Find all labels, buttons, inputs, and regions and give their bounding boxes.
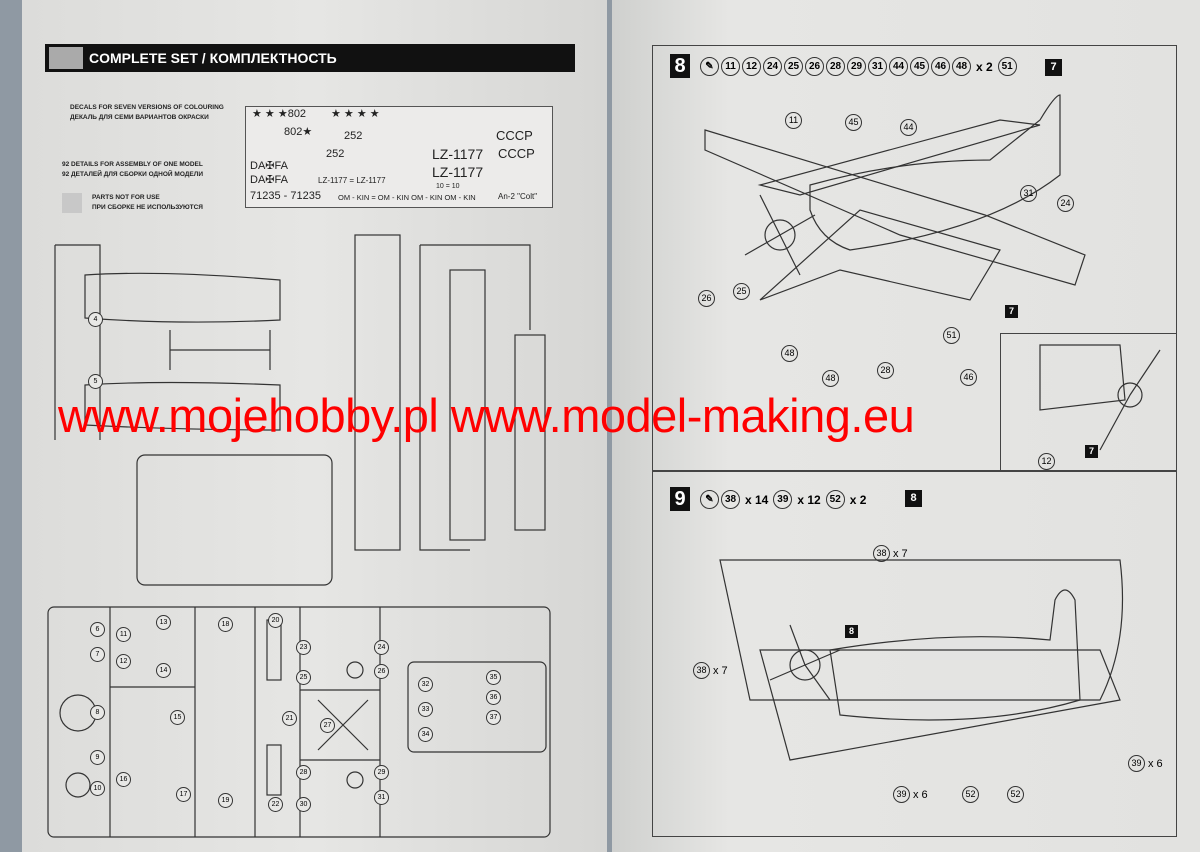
part-number: 13 (156, 615, 171, 630)
part-number: 21 (282, 711, 297, 726)
part-number: 35 (486, 670, 501, 685)
callout: 25 (733, 283, 750, 300)
part-number: 33 (418, 702, 433, 717)
part-number: 11 (116, 627, 131, 642)
callout: 26 (698, 290, 715, 307)
part-number: 15 (170, 710, 185, 725)
callout: 24 (1057, 195, 1074, 212)
part-number: 37 (486, 710, 501, 725)
part-number: 8 (90, 705, 105, 720)
part-number: 36 (486, 690, 501, 705)
part-number: 30 (296, 797, 311, 812)
part-number: 31 (374, 790, 389, 805)
callout: 31 (1020, 185, 1037, 202)
step-8-panel (652, 45, 1177, 472)
callout: 46 (960, 369, 977, 386)
glue-icon: ✎ (700, 57, 719, 76)
step-number: 8 (670, 54, 690, 78)
multiplier: x 2 (976, 59, 993, 74)
part-number: 5 (88, 374, 103, 389)
right-page (612, 0, 1200, 852)
part-number: 4 (88, 312, 103, 327)
callout: 52 (1007, 786, 1024, 803)
part-number: 26 (374, 664, 389, 679)
part-number: 20 (268, 613, 283, 628)
step-8-inset (1000, 333, 1177, 472)
part-number: 19 (218, 793, 233, 808)
part-number: 12 (116, 654, 131, 669)
part-number: 10 (90, 781, 105, 796)
part-number: 6 (90, 622, 105, 637)
decal-sheet: ★ ★ ★802 ★ ★ ★ ★ 802★ 252 252 CCCP CCCP … (245, 106, 553, 208)
part-number: 7 (90, 647, 105, 662)
not-for-use-swatch (62, 193, 82, 213)
part-number: 24 (374, 640, 389, 655)
step-number: 9 (670, 487, 690, 511)
view-marker: 7 (1085, 445, 1098, 458)
part-number: 17 (176, 787, 191, 802)
part-number: 32 (418, 677, 433, 692)
view-marker: 7 (1005, 305, 1018, 318)
callout: 12 (1038, 453, 1055, 470)
callout: 48 (822, 370, 839, 387)
view-marker: 8 (845, 625, 858, 638)
part-number: 23 (296, 640, 311, 655)
part-number: 14 (156, 663, 171, 678)
callout: 52 (962, 786, 979, 803)
part-number: 29 (374, 765, 389, 780)
part-number: 28 (296, 765, 311, 780)
brand-logo-icon (49, 47, 83, 69)
step-reference: 7 (1045, 59, 1062, 76)
callout: 28 (877, 362, 894, 379)
callout: 11 (785, 112, 802, 129)
callout: 45 (845, 114, 862, 131)
glue-icon: ✎ (700, 490, 719, 509)
sprue-drawings (47, 234, 551, 838)
part-number: 27 (320, 718, 335, 733)
part-number: 18 (218, 617, 233, 632)
page-title: COMPLETE SET / КОМПЛЕКТНОСТЬ (45, 44, 575, 72)
step-reference: 8 (905, 490, 922, 507)
step-9-panel (652, 470, 1177, 837)
callout: 51 (943, 327, 960, 344)
callout: 48 (781, 345, 798, 362)
watermark: www.mojehobby.pl www.model-making.eu (58, 389, 915, 442)
part-number: 34 (418, 727, 433, 742)
callout: 44 (900, 119, 917, 136)
part-number: 25 (296, 670, 311, 685)
part-number: 22 (268, 797, 283, 812)
part-number: 16 (116, 772, 131, 787)
part-number: 9 (90, 750, 105, 765)
